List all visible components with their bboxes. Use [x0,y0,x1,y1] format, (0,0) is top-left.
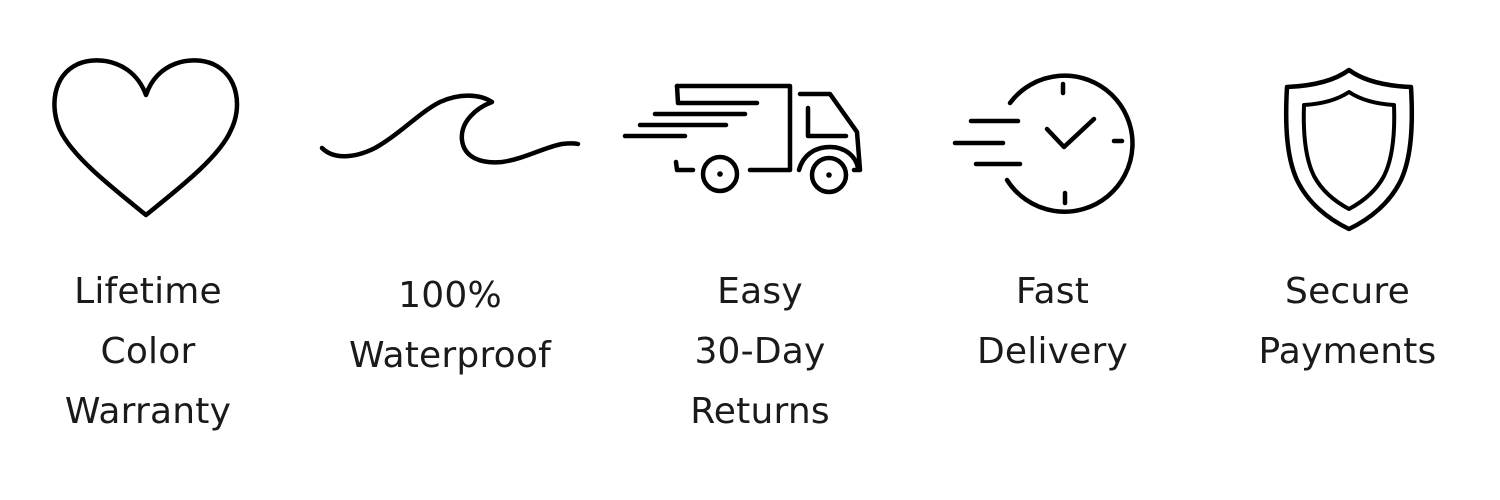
label-line: Returns [690,391,830,432]
feature-label: Easy 30-Day Returns [640,262,880,442]
wave-icon [318,90,581,170]
label-line: 100% [398,275,502,316]
label-line: Color [100,331,196,372]
feature-label: Secure Payments [1190,262,1500,382]
label-line: Delivery [976,331,1129,372]
label-line: Easy [717,271,803,312]
feature-label: 100% Waterproof [300,266,600,386]
label-line: Lifetime [74,271,222,312]
label-line: Payments [1258,331,1437,372]
label-line: Secure [1285,271,1410,312]
label-line: Fast [1015,271,1090,312]
feature-fast-delivery: Fast Delivery [920,0,1190,500]
label-line: Warranty [64,391,232,432]
feature-easy-returns: Easy 30-Day Returns [600,0,920,500]
feature-label: Lifetime Color Warranty [0,262,296,442]
label-line: 30-Day [694,331,826,372]
fast-clock-icon [950,70,1170,220]
delivery-truck-icon [620,80,870,200]
shield-icon [1280,66,1415,236]
feature-lifetime-color-warranty: Lifetime Color Warranty [0,0,300,500]
feature-waterproof: 100% Waterproof [300,0,600,500]
feature-secure-payments: Secure Payments [1190,0,1500,500]
label-line: Waterproof [348,335,551,376]
heart-icon [52,54,240,220]
feature-label: Fast Delivery [920,262,1185,382]
